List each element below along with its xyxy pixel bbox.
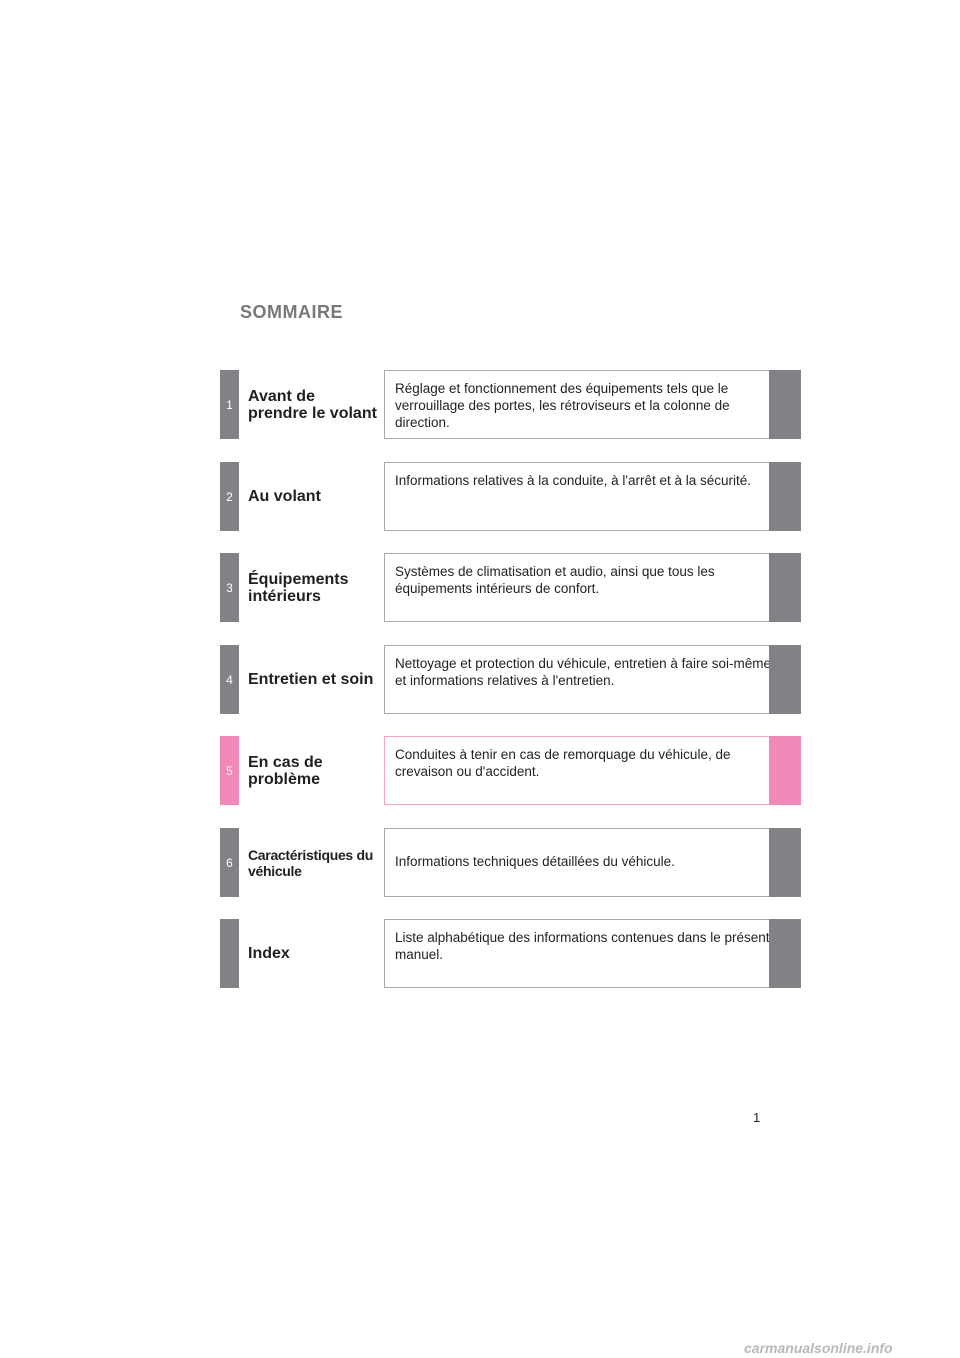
chapter-heading[interactable]: Index [248,945,290,962]
chapter-edge-bar [769,828,801,897]
chapter-description: Systèmes de climatisation et audio, ains… [384,553,781,622]
chapter-heading[interactable]: Entretien et soin [248,671,374,688]
toc-entry-2[interactable]: 2 Au volant Informations relatives à la … [220,462,801,531]
chapter-heading[interactable]: Avant de prendre le volant [248,387,377,422]
toc-entry-4[interactable]: 4 Entretien et soin Nettoyage et protect… [220,645,801,714]
chapter-edge-bar [769,736,801,805]
chapter-tab: 4 [220,645,239,714]
chapter-edge-bar [769,919,801,988]
chapter-description: Informations relatives à la conduite, à … [384,462,781,531]
toc-entry-3[interactable]: 3 Équipements intérieurs Systèmes de cli… [220,553,801,622]
watermark: carmanualsonline.info [744,1340,893,1356]
toc-entry-index[interactable]: Index Liste alphabétique des information… [220,919,801,988]
chapter-heading[interactable]: Au volant [248,488,321,505]
chapter-edge-bar [769,462,801,531]
chapter-edge-bar [769,645,801,714]
chapter-description: Nettoyage et protection du véhicule, ent… [384,645,781,714]
chapter-heading[interactable]: Caractéristiques du véhicule [248,846,374,879]
chapter-edge-bar [769,370,801,439]
chapter-description: Liste alphabétique des informations cont… [384,919,781,988]
chapter-tab: 1 [220,370,239,439]
toc-entry-1[interactable]: 1 Avant de prendre le volant Réglage et … [220,370,801,439]
page-number: 1 [753,1110,761,1125]
chapter-heading[interactable]: Équipements intérieurs [248,570,349,605]
chapter-description: Réglage et fonctionnement des équipement… [384,370,781,439]
chapter-tab [220,919,239,988]
chapter-description: Informations techniques détaillées du vé… [384,828,781,897]
chapter-heading[interactable]: En cas de problème [248,753,323,788]
chapter-tab: 3 [220,553,239,622]
chapter-tab: 2 [220,462,239,531]
chapter-edge-bar [769,553,801,622]
toc-entry-5[interactable]: 5 En cas de problème Conduites à tenir e… [220,736,801,805]
chapter-description: Conduites à tenir en cas de remorquage d… [384,736,781,805]
chapter-tab: 5 [220,736,239,805]
page-title: SOMMAIRE [240,302,343,322]
toc-entry-6[interactable]: 6 Caractéristiques du véhicule Informati… [220,828,801,897]
chapter-tab: 6 [220,828,239,897]
